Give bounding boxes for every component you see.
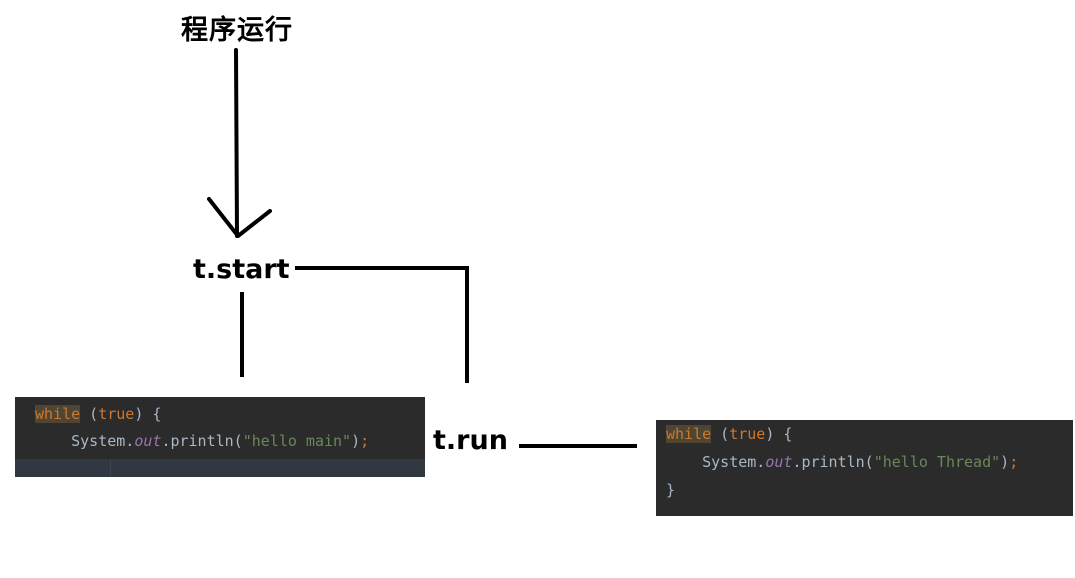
editor-strip-divider	[110, 459, 111, 477]
string-literal: "hello Thread"	[873, 453, 1001, 471]
main-code-snippet: while (true) { System.out.println("hello…	[15, 397, 425, 477]
code-token: System.	[71, 432, 135, 450]
code-token: System.	[702, 453, 766, 471]
code-line-println: System.out.println("hello Thread");	[666, 448, 1073, 476]
diagram-title: 程序运行	[181, 15, 293, 46]
code-token: )	[1000, 453, 1010, 471]
editor-strip	[15, 459, 425, 477]
code-indent	[666, 453, 702, 471]
arrow-shaft	[234, 48, 239, 238]
code-line-closing-brace: }	[666, 476, 1073, 504]
code-indent	[35, 432, 71, 450]
keyword-true: true	[729, 425, 766, 443]
field-out: out	[765, 453, 793, 471]
string-literal: "hello main"	[242, 432, 352, 450]
code-line-while: while (true) {	[35, 401, 425, 428]
arrow-head	[207, 197, 272, 238]
code-token: (	[80, 405, 99, 423]
t-start-label: t.start	[193, 254, 290, 285]
code-token: .println(	[161, 432, 243, 450]
t-run-label: t.run	[433, 425, 508, 456]
code-token: ) {	[765, 425, 793, 443]
keyword-while: while	[666, 425, 712, 443]
closing-brace: }	[666, 481, 676, 499]
start-to-run-line	[295, 266, 469, 383]
code-token: )	[351, 432, 361, 450]
field-out: out	[134, 432, 162, 450]
code-line-println: System.out.println("hello main");	[35, 428, 425, 455]
code-token: ) {	[134, 405, 162, 423]
thread-code-snippet: while (true) { System.out.println("hello…	[656, 420, 1073, 516]
code-line-while: while (true) {	[666, 420, 1073, 448]
code-token: .println(	[792, 453, 874, 471]
keyword-true: true	[98, 405, 135, 423]
code-semicolon: ;	[1009, 453, 1019, 471]
code-semicolon: ;	[360, 432, 370, 450]
keyword-while: while	[35, 405, 81, 423]
code-token: (	[711, 425, 730, 443]
